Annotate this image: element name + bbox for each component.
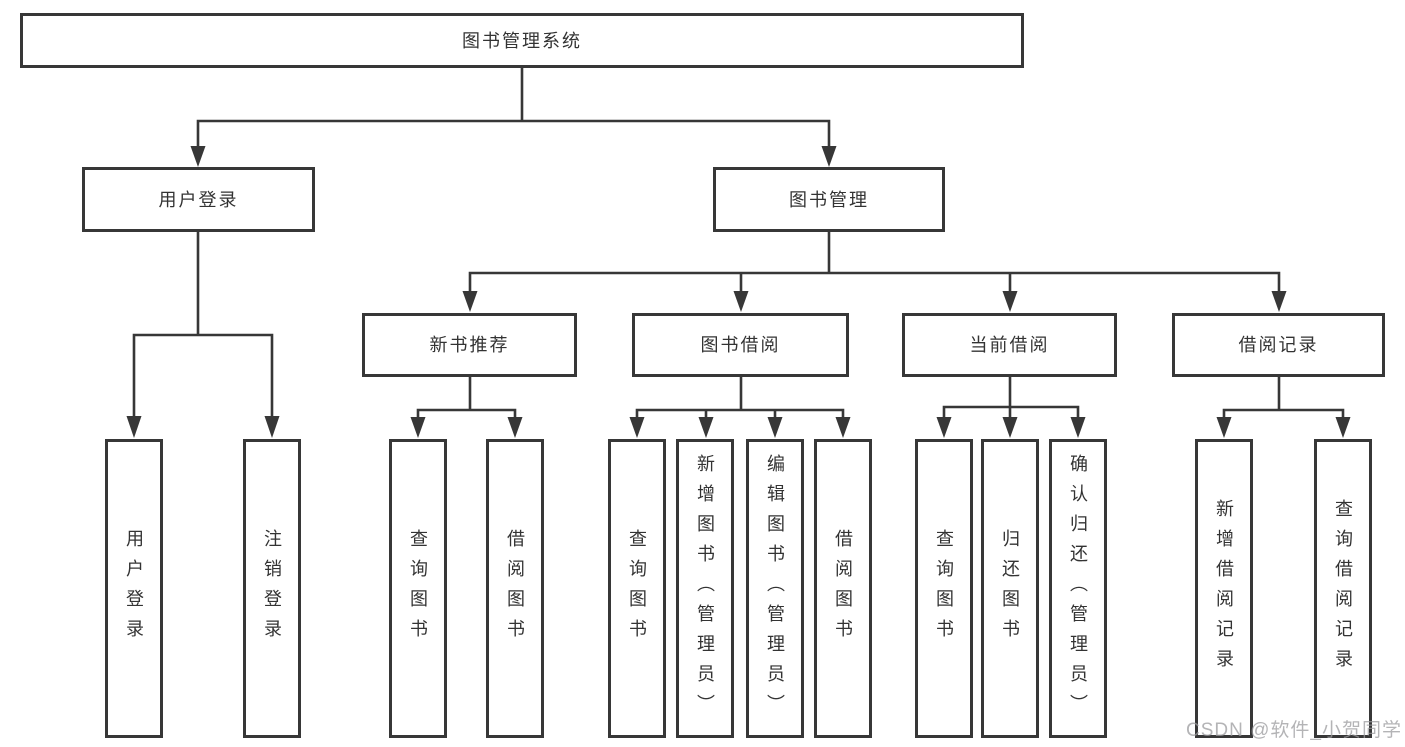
node-borrow-record: 借阅记录	[1172, 313, 1385, 377]
edge-bookborrow-children	[635, 408, 845, 431]
node-leaf-cb-query: 查询图书	[915, 439, 973, 738]
node-book-mgmt: 图书管理	[713, 167, 945, 232]
node-new-book-rec: 新书推荐	[362, 313, 577, 377]
node-leaf-bb-borrow: 借阅图书	[814, 439, 872, 738]
node-leaf-br-query: 查询借阅记录	[1314, 439, 1372, 738]
edge-currentborrow-children	[942, 405, 1080, 431]
node-leaf-nbr-query: 查询图书	[389, 439, 447, 738]
node-leaf-bb-edit: 编辑图书（管理员）	[746, 439, 804, 738]
node-leaf-user-login: 用户登录	[105, 439, 163, 738]
node-leaf-bb-query: 查询图书	[608, 439, 666, 738]
edge-newbookrec-children	[416, 408, 517, 431]
edge-bookmgmt-children	[468, 271, 1281, 306]
node-book-borrow: 图书借阅	[632, 313, 849, 377]
node-leaf-logout: 注销登录	[243, 439, 301, 738]
node-user-login: 用户登录	[82, 167, 315, 232]
node-leaf-cb-confirm: 确认归还（管理员）	[1049, 439, 1107, 738]
node-leaf-br-add: 新增借阅记录	[1195, 439, 1253, 738]
edge-root-children	[196, 119, 831, 160]
edge-borrowrecord-children	[1222, 408, 1345, 431]
node-leaf-cb-return: 归还图书	[981, 439, 1039, 738]
edge-userlogin-children	[132, 333, 274, 430]
node-root: 图书管理系统	[20, 13, 1024, 68]
node-leaf-bb-add: 新增图书（管理员）	[676, 439, 734, 738]
node-leaf-nbr-borrow: 借阅图书	[486, 439, 544, 738]
node-current-borrow: 当前借阅	[902, 313, 1117, 377]
